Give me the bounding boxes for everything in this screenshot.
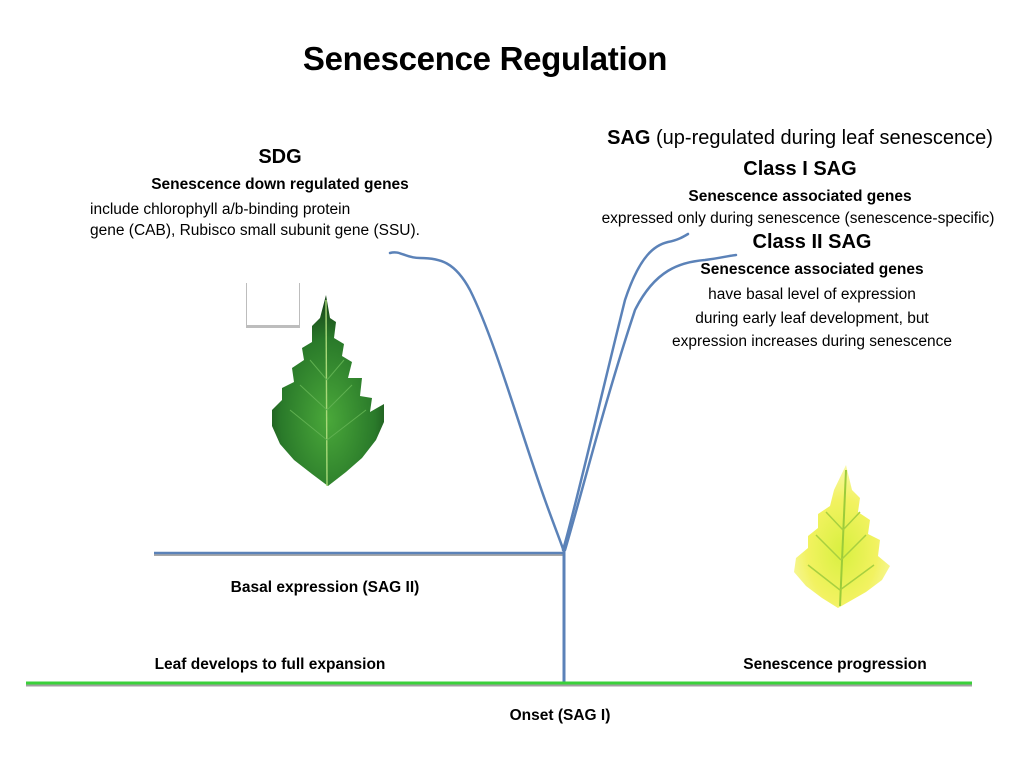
class2-sag-heading: Class II SAG: [752, 231, 872, 253]
class1-sag-description: expressed only during senescence (senesc…: [601, 210, 995, 227]
placeholder-box: [246, 283, 300, 328]
slide-title: Senescence Regulation: [302, 40, 668, 77]
sdg-description-line: include chlorophyll a/b-binding protein: [90, 201, 351, 218]
class2-sag-description: have basal level of expression during ea…: [632, 283, 992, 354]
sdg-heading: SDG: [258, 146, 302, 168]
sag-heading-bold: SAG: [607, 127, 651, 149]
class1-sag-heading: Class I SAG: [743, 158, 857, 180]
green-leaf-image: [272, 295, 384, 487]
sdg-description: include chlorophyll a/b-binding protein …: [90, 199, 420, 241]
senescence-progression-label: Senescence progression: [743, 656, 927, 673]
green-leaf-vein: [289, 359, 367, 441]
yellow-leaf-vein: [807, 511, 875, 591]
class1-sag-curve: [561, 232, 690, 552]
leaf-develops-label: Leaf develops to full expansion: [154, 656, 386, 673]
green-leaf-blade: [272, 295, 384, 486]
sdg-description-line: gene (CAB), Rubisco small subunit gene (…: [90, 222, 420, 239]
sdg-curve: [388, 251, 566, 554]
sdg-subheading: Senescence down regulated genes: [151, 176, 409, 193]
green-leaf-midrib: [325, 299, 328, 487]
yellow-leaf-midrib: [839, 469, 847, 607]
sag-heading: SAG (up-regulated during leaf senescence…: [560, 127, 1024, 150]
yellow-leaf-image: [794, 465, 890, 608]
class1-sag-subheading: Senescence associated genes: [688, 188, 912, 205]
onset-label: Onset (SAG I): [509, 707, 611, 724]
class2-description-line: during early leaf development, but: [695, 309, 929, 327]
class2-sag-curve: [563, 253, 738, 552]
class2-sag-subheading: Senescence associated genes: [700, 261, 924, 278]
sag-heading-rest: (up-regulated during leaf senescence): [650, 127, 993, 149]
class2-description-line: have basal level of expression: [708, 286, 916, 303]
basal-expression-label: Basal expression (SAG II): [230, 579, 420, 596]
yellow-leaf-blade: [794, 465, 890, 608]
class2-description-line: expression increases during senescence: [671, 333, 953, 350]
